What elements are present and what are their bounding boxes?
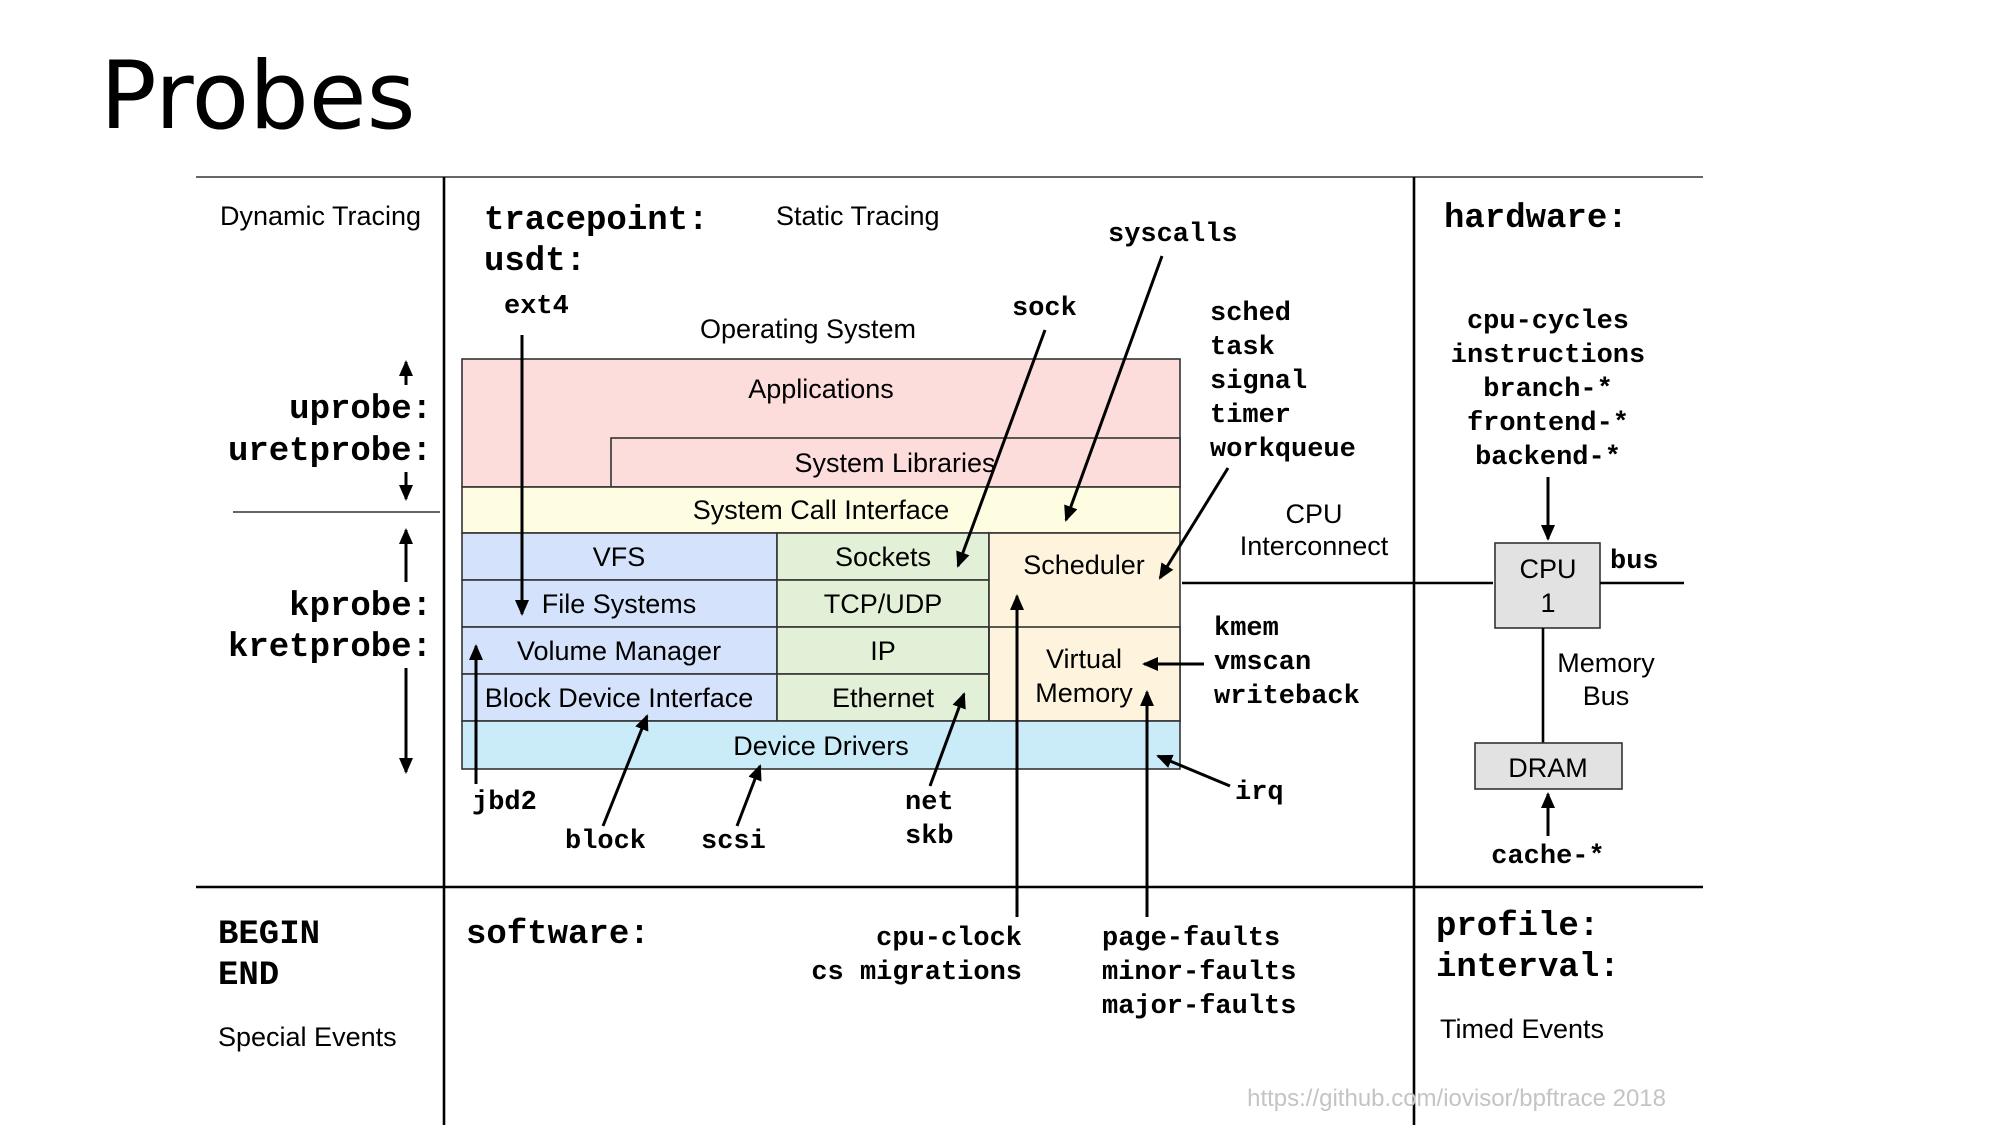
ip-label: IP — [870, 636, 896, 666]
vmscan-probe: vmscan — [1214, 648, 1311, 678]
sched-probe: sched — [1210, 299, 1291, 329]
cpu-label-2: 1 — [1540, 588, 1555, 618]
volume-manager-box — [461, 626, 778, 675]
hardware-label: hardware: — [1444, 200, 1628, 238]
kprobe-label: kprobe: — [289, 588, 432, 626]
cpu-interconnect-label-1: CPU — [1285, 499, 1342, 529]
file-systems-label: File Systems — [542, 589, 697, 619]
instructions-probe: instructions — [1451, 341, 1645, 371]
timer-probe: timer — [1210, 401, 1291, 431]
scheduler-label: Scheduler — [1023, 550, 1145, 580]
minor-faults-probe: minor-faults — [1102, 958, 1296, 988]
sockets-label: Sockets — [835, 542, 931, 572]
task-probe: task — [1210, 333, 1275, 363]
end-label: END — [218, 957, 279, 995]
signal-probe: signal — [1210, 367, 1307, 397]
tracepoint-label: tracepoint: — [484, 202, 708, 240]
system-libraries-label: System Libraries — [794, 448, 995, 478]
ext4-probe: ext4 — [504, 292, 569, 322]
timed-events-label: Timed Events — [1440, 1014, 1604, 1044]
writeback-probe: writeback — [1214, 682, 1360, 712]
cpu-clock-probe: cpu-clock — [876, 924, 1022, 954]
irq-probe: irq — [1235, 778, 1284, 808]
interval-label: interval: — [1436, 949, 1620, 987]
tcp-udp-box — [776, 579, 990, 628]
device-drivers-label: Device Drivers — [733, 731, 909, 761]
applications-label: Applications — [748, 374, 894, 404]
dynamic-tracing-label: Dynamic Tracing — [220, 201, 421, 231]
workqueue-probe: workqueue — [1210, 435, 1356, 465]
sockets-box — [776, 532, 990, 581]
page-faults-probe: page-faults — [1102, 924, 1280, 954]
memory-label: Memory — [1035, 678, 1133, 708]
uprobe-label: uprobe: — [289, 391, 432, 429]
block-probe: block — [565, 827, 646, 857]
jbd2-probe: jbd2 — [472, 788, 537, 818]
irq-arrow — [1156, 754, 1231, 788]
major-faults-probe: major-faults — [1102, 992, 1296, 1022]
cs-migrations-probe: cs migrations — [811, 958, 1022, 988]
ethernet-label: Ethernet — [832, 683, 935, 713]
cpu-cycles-probe: cpu-cycles — [1467, 307, 1629, 337]
sock-probe: sock — [1012, 294, 1077, 324]
operating-system-label: Operating System — [700, 314, 916, 344]
virtual-label: Virtual — [1046, 644, 1122, 674]
syscalls-arrow — [1064, 255, 1164, 522]
block-device-interface-label: Block Device Interface — [485, 683, 754, 713]
usdt-label: usdt: — [484, 243, 586, 281]
uretprobe-label: uretprobe: — [228, 433, 432, 471]
backend-probe: backend-* — [1475, 443, 1621, 473]
kmem-probe: kmem — [1214, 614, 1279, 644]
cpu-interconnect-label-2: Interconnect — [1240, 531, 1389, 561]
profile-label: profile: — [1436, 908, 1599, 946]
bus-label: bus — [1610, 547, 1659, 577]
system-call-interface-label: System Call Interface — [693, 495, 950, 525]
cpu-box — [1494, 542, 1601, 629]
block-device-interface-box — [461, 673, 778, 722]
net-probe: net — [905, 788, 954, 818]
page-title: Probes — [100, 42, 416, 151]
net-arrow — [928, 692, 966, 787]
device-drivers-box — [461, 720, 1181, 770]
scsi-arrow — [735, 764, 762, 827]
dram-box — [1474, 742, 1623, 790]
cache-probe: cache-* — [1491, 842, 1604, 872]
sched-arrow — [1158, 467, 1230, 580]
scsi-probe: scsi — [701, 827, 766, 857]
sock-arrow — [956, 329, 1047, 568]
kretprobe-label: kretprobe: — [228, 629, 432, 667]
software-label: software: — [466, 916, 650, 954]
tcp-udp-label: TCP/UDP — [824, 589, 943, 619]
syscalls-probe: syscalls — [1108, 220, 1238, 250]
dram-label: DRAM — [1508, 753, 1588, 783]
special-events-label: Special Events — [218, 1022, 397, 1052]
vfs-label: VFS — [593, 542, 646, 572]
static-tracing-label: Static Tracing — [776, 201, 940, 231]
volume-manager-label: Volume Manager — [517, 636, 721, 666]
skb-probe: skb — [905, 822, 954, 852]
memory-bus-label-1: Memory — [1557, 648, 1655, 678]
begin-label: BEGIN — [218, 916, 320, 954]
branch-probe: branch-* — [1483, 375, 1613, 405]
cpu-label-1: CPU — [1519, 554, 1576, 584]
memory-bus-label-2: Bus — [1583, 681, 1630, 711]
frontend-probe: frontend-* — [1467, 409, 1629, 439]
source-credit: https://github.com/iovisor/bpftrace 2018 — [1247, 1085, 1666, 1112]
block-arrow — [601, 714, 649, 827]
